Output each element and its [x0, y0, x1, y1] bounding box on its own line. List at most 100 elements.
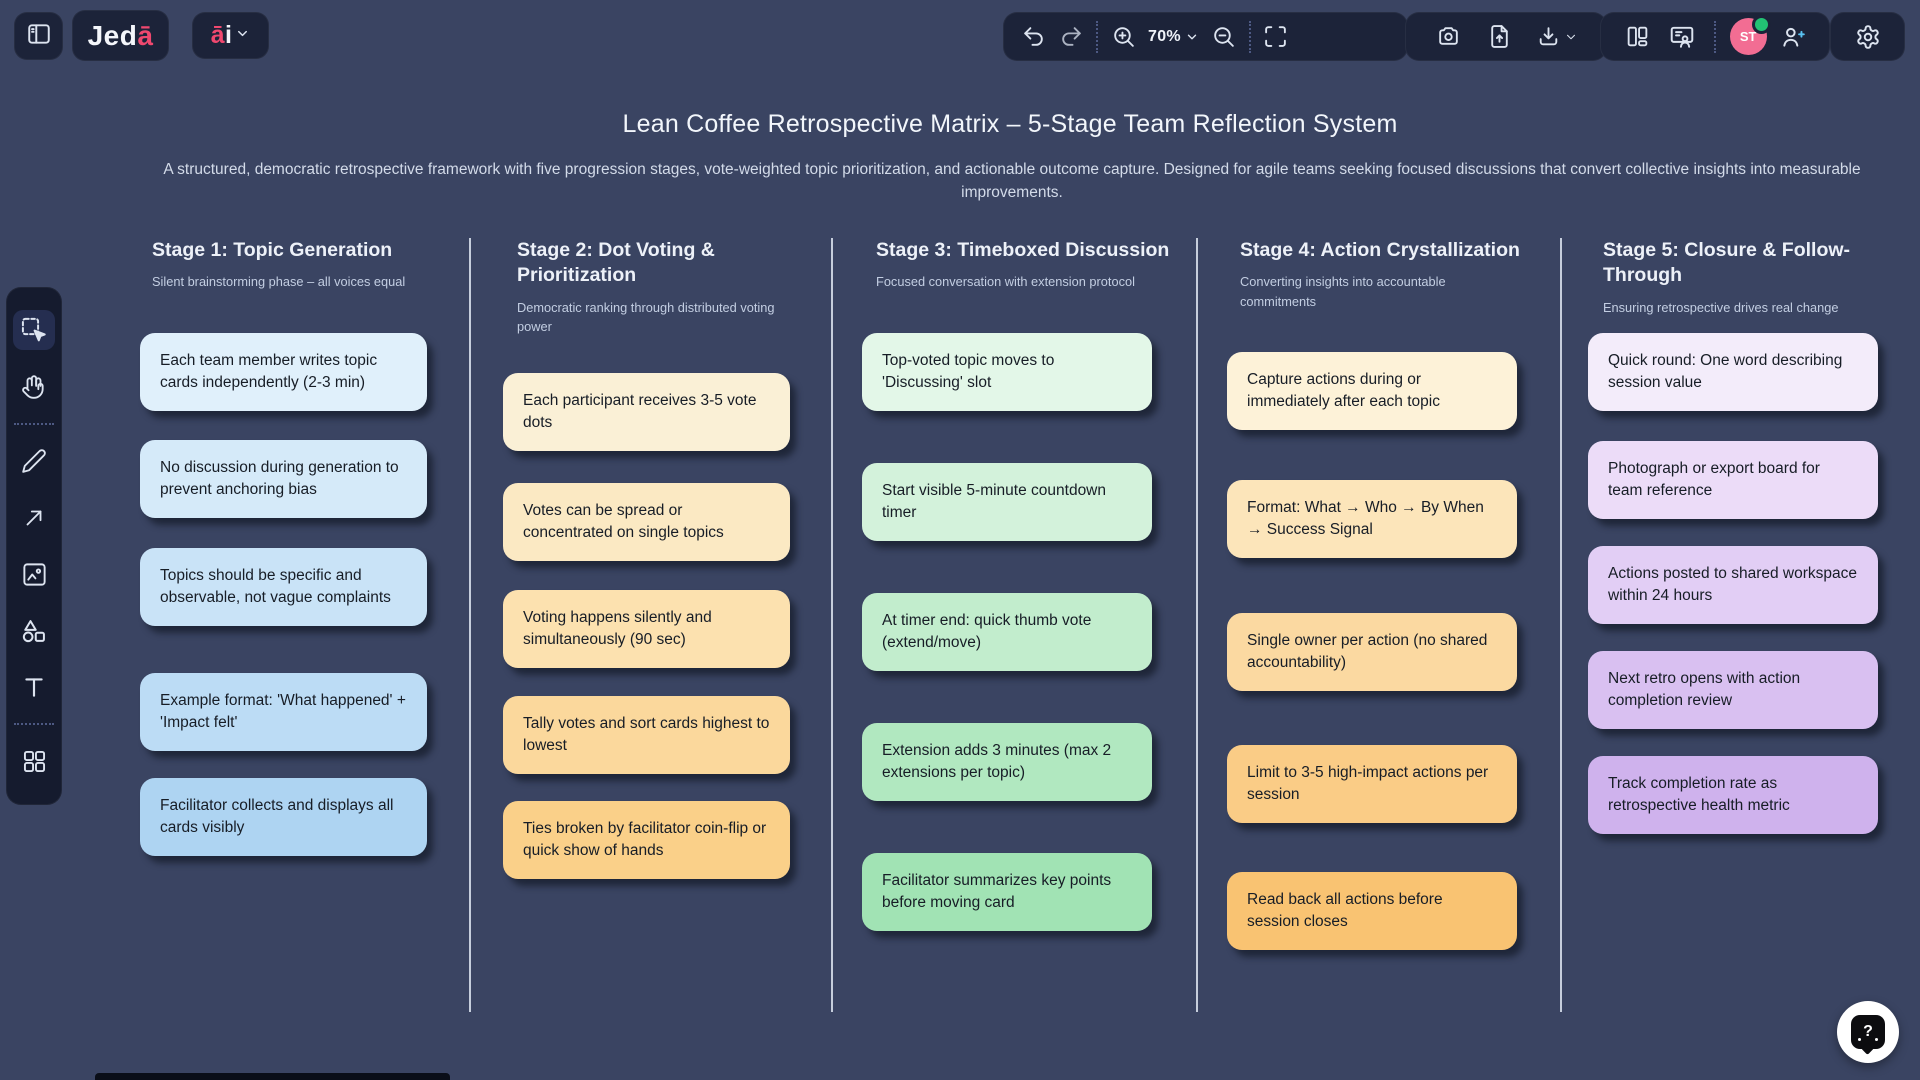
- stage-title: Stage 4: Action Crystallization: [1240, 239, 1520, 261]
- hand-tool-icon: [22, 374, 44, 399]
- note-text: Voting happens silently and simultaneous…: [523, 609, 712, 648]
- note-text: Example format: 'What happened' + 'Impac…: [160, 692, 406, 731]
- fullscreen-button[interactable]: [1257, 17, 1295, 57]
- text-tool-icon: [25, 678, 43, 697]
- divider: [14, 723, 54, 726]
- note-text: Topics should be specific and observable…: [160, 567, 391, 606]
- stage-title: Stage 1: Topic Generation: [152, 239, 393, 261]
- sticky-note[interactable]: No discussion during generation to preve…: [140, 440, 427, 518]
- chevron-down-icon: [1566, 34, 1576, 39]
- note-text: Capture actions during or immediately af…: [1247, 371, 1440, 410]
- sticky-note[interactable]: Quick round: One word describing session…: [1588, 333, 1878, 411]
- note-text: Facilitator summarizes key points before…: [882, 872, 1112, 911]
- sticky-note[interactable]: Top-voted topic moves to 'Discussing' sl…: [862, 333, 1152, 411]
- download-icon: [1539, 27, 1558, 46]
- divider: [1096, 20, 1098, 53]
- column-divider: [831, 238, 833, 1012]
- note-text: Extension adds 3 minutes (max 2 extensio…: [882, 742, 1112, 781]
- sticky-note[interactable]: Each participant receives 3-5 vote dots: [503, 373, 790, 451]
- sticky-note[interactable]: Tally votes and sort cards highest to lo…: [503, 696, 790, 774]
- sticky-note[interactable]: Facilitator collects and displays all ca…: [140, 778, 427, 856]
- canvas-toolbar: 70%: [1003, 12, 1408, 61]
- avatar-initials: ST: [1739, 29, 1757, 44]
- select-tool-icon: [21, 318, 46, 342]
- sticky-note[interactable]: Voting happens silently and simultaneous…: [503, 590, 790, 668]
- note-text: No discussion during generation to preve…: [160, 459, 399, 498]
- sticky-note[interactable]: Limit to 3-5 high-impact actions per ses…: [1227, 745, 1517, 823]
- stage-subtitle: Focused conversation with extension prot…: [876, 274, 1135, 290]
- settings-toolbar: [1830, 12, 1905, 61]
- invite-user-button[interactable]: [1774, 17, 1812, 57]
- upload-file-icon: [1490, 25, 1508, 48]
- shapes-tool[interactable]: [13, 611, 55, 651]
- redo-button[interactable]: [1052, 17, 1090, 57]
- column-header-stage2: Stage 2: Dot Voting & Prioritization Dem…: [517, 238, 792, 336]
- shapes-tool-icon: [22, 619, 45, 642]
- image-tool-icon: [22, 563, 46, 586]
- undo-button[interactable]: [1014, 17, 1052, 57]
- sticky-note[interactable]: Capture actions during or immediately af…: [1227, 352, 1517, 430]
- column-divider: [469, 238, 471, 1012]
- help-button[interactable]: ?: [1837, 1001, 1899, 1063]
- sticky-note[interactable]: Read back all actions before session clo…: [1227, 872, 1517, 950]
- avatar[interactable]: ST: [1729, 15, 1771, 55]
- ai-menu-button[interactable]: āi: [192, 12, 269, 59]
- sticky-note[interactable]: Photograph or export board for team refe…: [1588, 441, 1878, 519]
- note-text: At timer end: quick thumb vote (extend/m…: [882, 612, 1092, 651]
- sticky-note[interactable]: Facilitator summarizes key points before…: [862, 853, 1152, 931]
- layout-panels-button[interactable]: [1618, 17, 1656, 57]
- download-menu-button[interactable]: [1531, 17, 1583, 57]
- pen-tool[interactable]: [13, 441, 55, 481]
- present-button[interactable]: [1663, 17, 1701, 57]
- sticky-note[interactable]: Example format: 'What happened' + 'Impac…: [140, 673, 427, 751]
- sticky-note[interactable]: Extension adds 3 minutes (max 2 extensio…: [862, 723, 1152, 801]
- board-title: Lean Coffee Retrospective Matrix – 5-Sta…: [622, 110, 1398, 138]
- arrow-tool-icon: [26, 510, 42, 526]
- text-tool[interactable]: [13, 667, 55, 707]
- sidebar-toggle-button[interactable]: [14, 12, 63, 60]
- sticky-note[interactable]: Next retro opens with action completion …: [1588, 651, 1878, 729]
- note-text: Facilitator collects and displays all ca…: [160, 797, 394, 836]
- sticky-note[interactable]: At timer end: quick thumb vote (extend/m…: [862, 593, 1152, 671]
- note-text: Each participant receives 3-5 vote dots: [523, 392, 757, 431]
- image-tool[interactable]: [13, 554, 55, 594]
- hand-tool[interactable]: [13, 367, 55, 407]
- collab-toolbar: ST: [1600, 12, 1830, 61]
- export-toolbar: [1405, 12, 1607, 61]
- column-divider: [1560, 238, 1562, 1012]
- zoom-level-dropdown[interactable]: 70%: [1148, 28, 1199, 46]
- screenshot-button[interactable]: [1429, 17, 1467, 57]
- sticky-note[interactable]: Votes can be spread or concentrated on s…: [503, 483, 790, 561]
- column-header-stage4: Stage 4: Action Crystallization Converti…: [1240, 238, 1535, 311]
- note-text: Format: What → Who → By When → Success S…: [1247, 499, 1484, 538]
- chevron-down-icon: [1187, 34, 1197, 39]
- sticky-note[interactable]: Single owner per action (no shared accou…: [1227, 613, 1517, 691]
- settings-button[interactable]: [1849, 17, 1887, 57]
- sticky-note[interactable]: Topics should be specific and observable…: [140, 548, 427, 626]
- sticky-note[interactable]: Actions posted to shared workspace withi…: [1588, 546, 1878, 624]
- divider: [1714, 20, 1717, 53]
- select-tool[interactable]: [13, 310, 55, 351]
- column-header-stage1: Stage 1: Topic Generation Silent brainst…: [152, 238, 442, 292]
- sticky-note[interactable]: Ties broken by facilitator coin-flip or …: [503, 801, 790, 879]
- note-text: Ties broken by facilitator coin-flip or …: [523, 820, 767, 859]
- redo-icon: [1061, 27, 1081, 46]
- zoom-out-button[interactable]: [1205, 17, 1243, 57]
- grid-tool[interactable]: [13, 742, 55, 782]
- panel-left-icon: [26, 21, 52, 52]
- sticky-note[interactable]: Track completion rate as retrospective h…: [1588, 756, 1878, 834]
- jeda-logo[interactable]: Jedā: [72, 10, 169, 61]
- camera-icon: [1438, 27, 1458, 45]
- sticky-note[interactable]: Format: What → Who → By When → Success S…: [1227, 480, 1517, 558]
- zoom-in-button[interactable]: [1104, 17, 1142, 57]
- column-header-stage3: Stage 3: Timeboxed Discussion Focused co…: [876, 238, 1171, 292]
- bottom-edge-bar: [95, 1073, 450, 1080]
- sticky-note[interactable]: Each team member writes topic cards inde…: [140, 333, 427, 411]
- logo-text: Jedā: [87, 19, 154, 51]
- import-button[interactable]: [1480, 17, 1518, 57]
- board-subtitle: A structured, democratic retrospective f…: [163, 161, 1861, 202]
- zoom-in-icon: [1113, 27, 1134, 47]
- sticky-note[interactable]: Start visible 5-minute countdown timer: [862, 463, 1152, 541]
- arrow-tool[interactable]: [13, 498, 55, 538]
- stage-subtitle: Converting insights into accountable com…: [1240, 274, 1446, 309]
